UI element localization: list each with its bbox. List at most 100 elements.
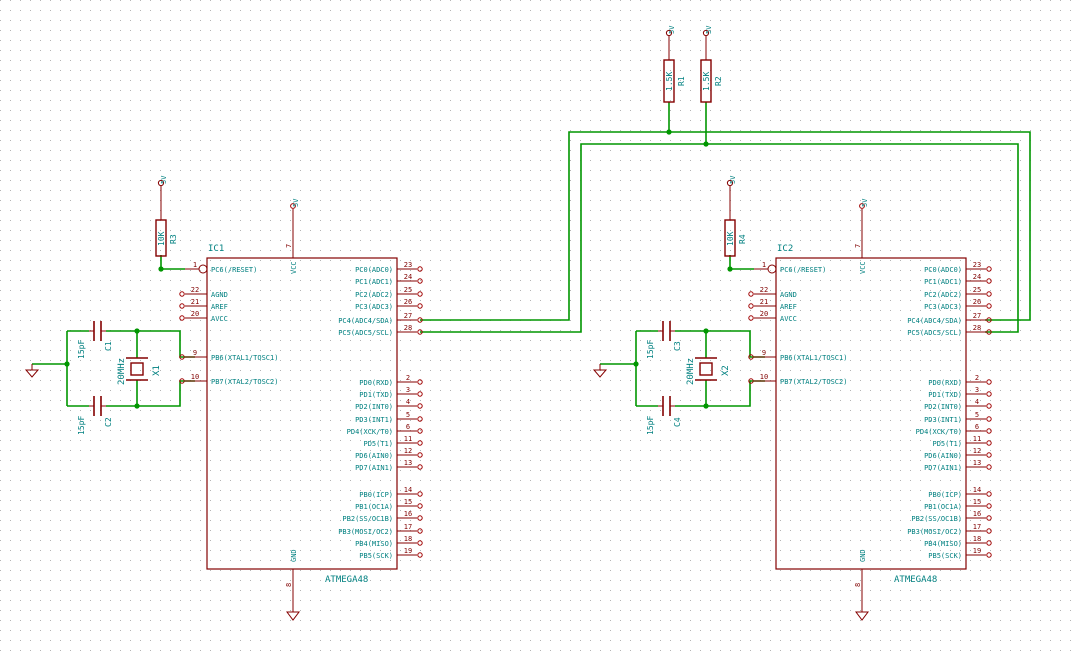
pin-end (986, 452, 992, 458)
ic1-symbol[interactable]: IC1 ATMEGA48 1PC6(/RESET)22AGND21AREF20A… (179, 203, 423, 612)
pin-end (986, 528, 992, 534)
pin-number: 19 (404, 547, 412, 555)
pin-name: AREF (211, 303, 228, 311)
pin-name: PB0(ICP) (359, 491, 393, 499)
crystal-x1[interactable] (126, 357, 148, 381)
pin-number: 14 (404, 486, 412, 494)
ic2-value: ATMEGA48 (894, 575, 937, 585)
power-5v-r3[interactable] (157, 179, 165, 212)
pin-number: 10 (760, 373, 768, 381)
ground-ic1[interactable] (286, 611, 300, 621)
junction-dot (633, 361, 639, 367)
power-circle (726, 179, 734, 187)
pin-number: 24 (973, 273, 981, 281)
ic1-vcc-pin-num: 7 (285, 244, 293, 248)
pin-name: PB7(XTAL2/TOSC2) (780, 378, 847, 386)
capacitor-c3[interactable] (658, 321, 675, 341)
c2-value: 15pF (77, 416, 86, 435)
capacitor-c2[interactable] (89, 396, 106, 416)
pin-name: PC2(ADC2) (355, 291, 393, 299)
pin-number: 27 (973, 312, 981, 320)
pin-number: 28 (973, 324, 981, 332)
pin-name: PD6(AIN0) (355, 452, 393, 460)
crystal-x2[interactable] (695, 357, 717, 381)
pin-number: 16 (404, 510, 412, 518)
pin-end (986, 440, 992, 446)
capacitor-c1[interactable] (89, 321, 106, 341)
capacitor-c4[interactable] (658, 396, 675, 416)
ic2-gnd-pin-num: 8 (854, 583, 862, 587)
ic1-value: ATMEGA48 (325, 575, 368, 585)
pin-name: AGND (211, 291, 228, 299)
ic2-symbol[interactable]: IC2 ATMEGA48 1PC6(/RESET)22AGND21AREF20A… (748, 203, 992, 612)
power-5v-r1[interactable] (665, 29, 673, 58)
pin-number: 22 (191, 286, 199, 294)
ground-ic2[interactable] (855, 611, 869, 621)
pin-end (986, 379, 992, 385)
power-5v-r2[interactable] (702, 29, 710, 58)
pin-name: PC5(ADC5/SCL) (907, 329, 962, 337)
pin-end (417, 440, 423, 446)
x2-value: 20MHz (686, 358, 696, 385)
power-5v-r4[interactable] (726, 179, 734, 212)
pin-end (748, 378, 754, 384)
ic1-body[interactable] (206, 257, 398, 570)
power-circle (157, 179, 165, 187)
pin-end (417, 416, 423, 422)
ic2-body[interactable] (775, 257, 967, 570)
